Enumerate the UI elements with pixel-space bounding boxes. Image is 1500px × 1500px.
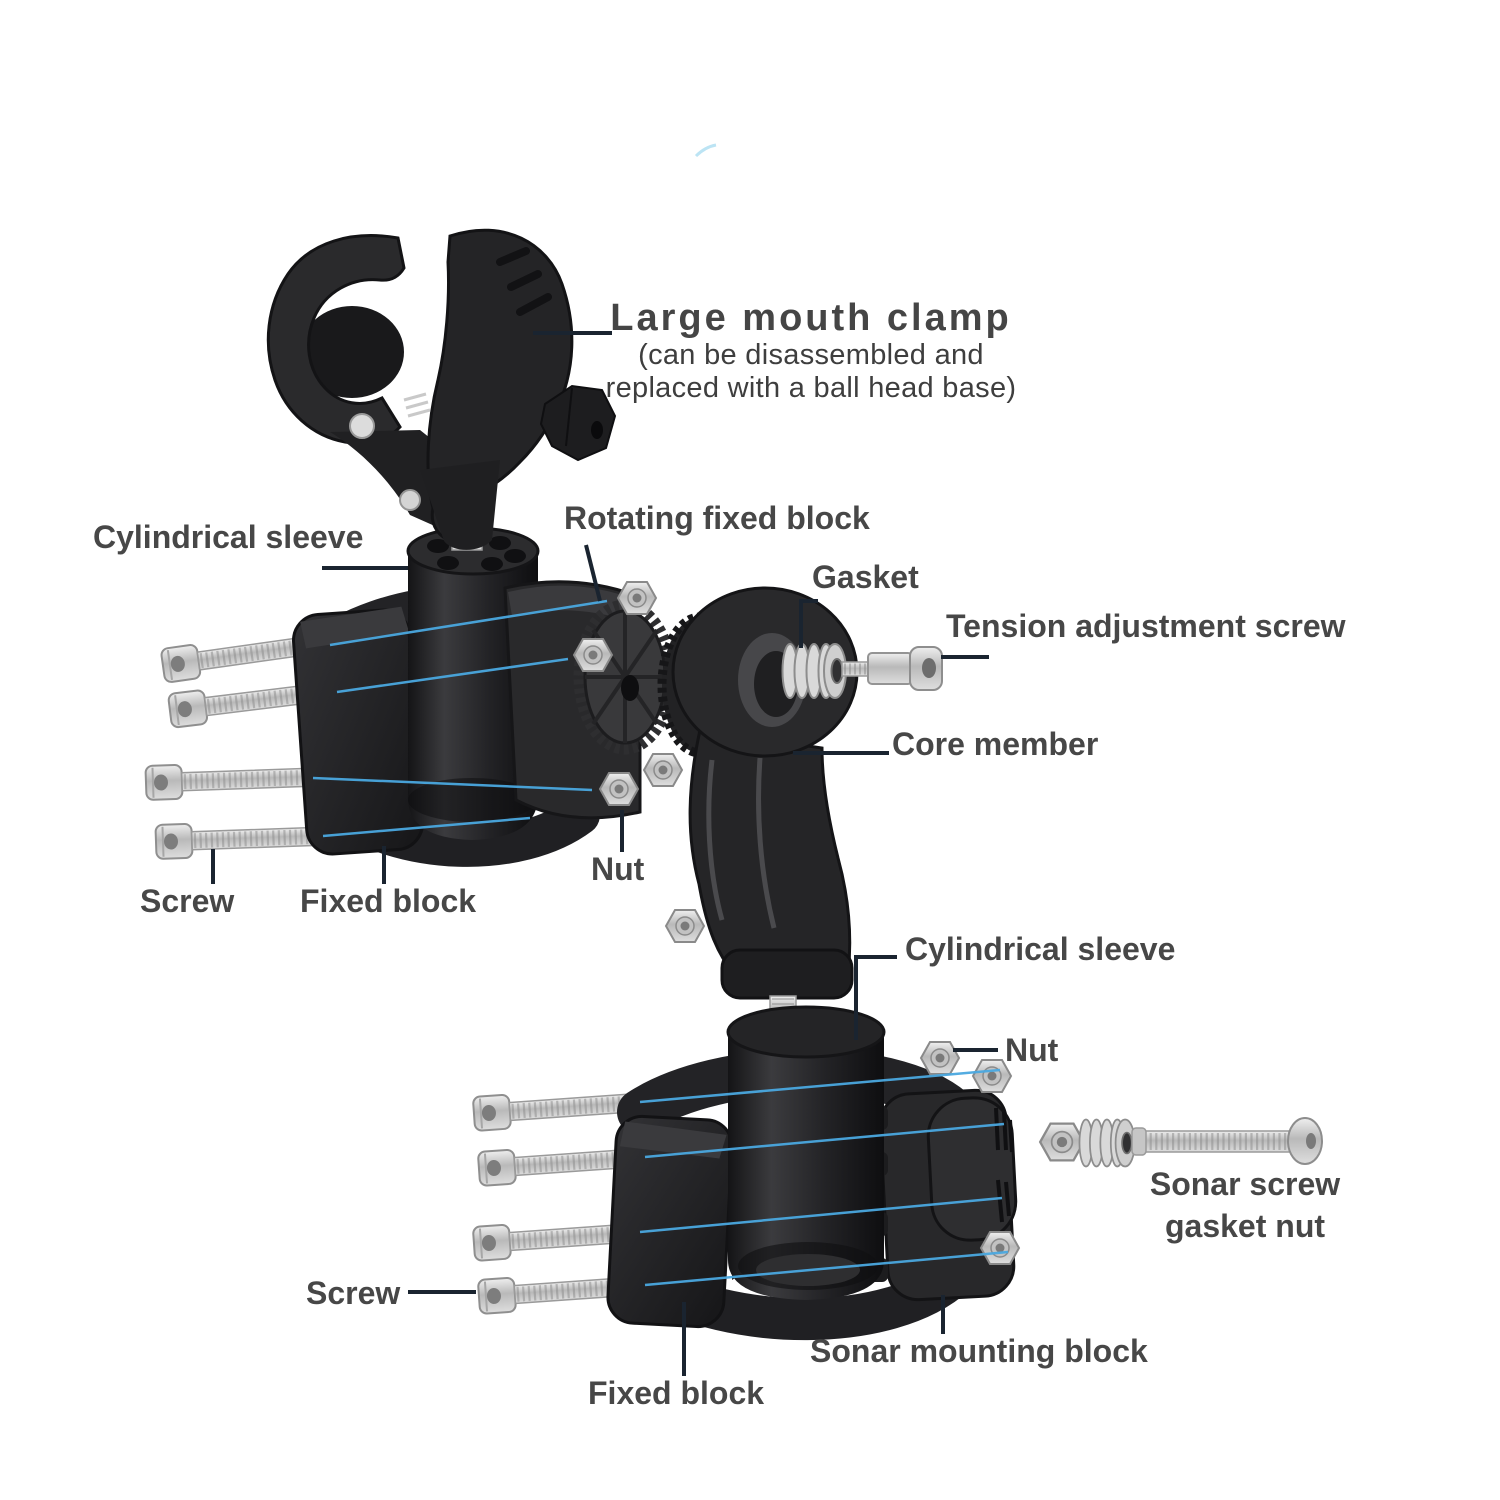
label-large-mouth-clamp-note-1: (can be disassembled and — [638, 339, 984, 372]
label-cylindrical-sleeve-lower: Cylindrical sleeve — [905, 931, 1176, 967]
assembly-guide-lines — [312, 599, 1009, 1287]
large-mouth-clamp-part — [266, 228, 617, 550]
leader-cylindrical-sleeve-lower — [854, 955, 897, 1040]
label-sonar-screw-gasket-nut: Sonar screw gasket nut — [1095, 1163, 1395, 1247]
leader-lines — [211, 331, 998, 1376]
clamp-spring — [403, 392, 431, 418]
label-large-mouth-clamp: Large mouth clamp (can be disassembled a… — [593, 297, 1029, 405]
label-tension-adjustment-screw: Tension adjustment screw — [946, 608, 1346, 644]
clamp-pin — [349, 413, 375, 439]
label-core-member: Core member — [892, 726, 1099, 762]
label-large-mouth-clamp-note-2: replaced with a ball head base) — [605, 372, 1017, 405]
label-gasket: Gasket — [812, 559, 919, 595]
core-member-part — [657, 586, 859, 1027]
label-nut-lower: Nut — [1005, 1032, 1059, 1068]
clamp-knob — [539, 384, 617, 462]
label-rotating-fixed-block: Rotating fixed block — [564, 500, 870, 536]
label-fixed-block-lower: Fixed block — [588, 1375, 765, 1411]
gasket-part — [781, 643, 847, 699]
label-sonar-screw-gasket-nut-line-1: Sonar screw — [1149, 1166, 1341, 1202]
sonar-mounting-block-part — [868, 1088, 1018, 1302]
label-fixed-block-upper: Fixed block — [300, 883, 477, 919]
leader-gasket — [799, 599, 818, 648]
label-cylindrical-sleeve-upper: Cylindrical sleeve — [93, 519, 364, 555]
watermark-mark — [694, 143, 717, 158]
lower-cylindrical-sleeve-part — [726, 1005, 886, 1300]
label-nut-upper: Nut — [591, 851, 645, 887]
label-sonar-mounting-block: Sonar mounting block — [810, 1333, 1148, 1369]
label-sonar-screw-gasket-nut-line-2: gasket nut — [1164, 1208, 1326, 1244]
leader-rotating-fixed-block — [584, 544, 602, 602]
rotating-fixed-block-part — [503, 580, 677, 820]
tension-adjustment-screw-part — [841, 646, 943, 691]
label-screw-lower: Screw — [306, 1275, 401, 1311]
clamp-pin — [399, 489, 421, 511]
label-screw-upper: Screw — [140, 883, 235, 919]
sonar-screw-gasket-nut-part — [1039, 1117, 1323, 1168]
label-large-mouth-clamp-title: Large mouth clamp — [610, 297, 1012, 339]
